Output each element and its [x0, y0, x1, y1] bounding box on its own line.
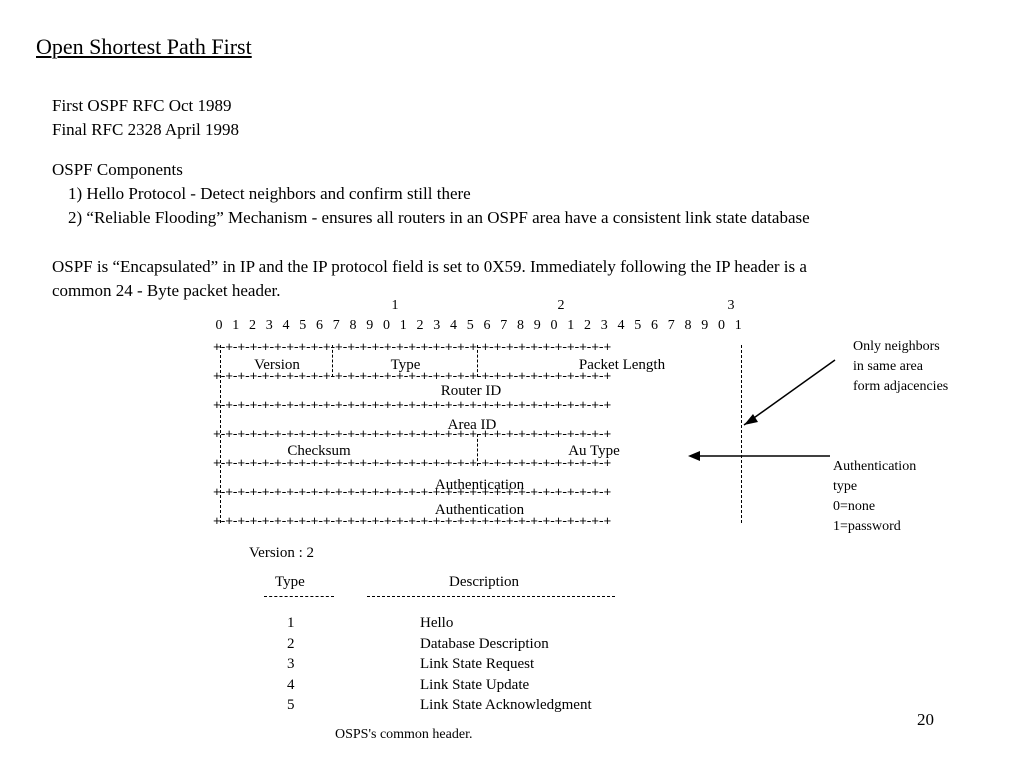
field-type: Type	[390, 357, 421, 373]
table-caption: OSPS's common header.	[335, 727, 473, 742]
bit-number: 4	[450, 318, 457, 333]
separator-line: +-+-+-+-+-+-+-+-+-+-+-+-+-+-+-+-+-+-+-+-…	[213, 399, 611, 413]
field-authentication: Authentication	[434, 502, 525, 518]
note-line: in same area	[853, 359, 923, 374]
type-code: 5	[287, 697, 295, 713]
bit-number: 2	[584, 318, 591, 333]
bit-number: 8	[517, 318, 524, 333]
components-block: OSPF Components 1) Hello Protocol - Dete…	[52, 158, 810, 230]
type-code: 4	[287, 676, 295, 693]
bit-number: 1	[232, 318, 240, 333]
bit-number: 3	[265, 318, 273, 333]
bit-number: 7	[500, 318, 508, 333]
separator-line: +-+-+-+-+-+-+-+-+-+-+-+-+-+-+-+-+-+-+-+-…	[213, 370, 611, 384]
bit-number: 6	[483, 318, 491, 333]
field-divider	[332, 345, 333, 377]
note-line: form adjacencies	[853, 379, 949, 394]
bit-tens-label: 1	[391, 298, 399, 313]
bit-number: 0	[550, 318, 558, 333]
encap-line: common 24 - Byte packet header.	[52, 281, 281, 300]
bit-number: 3	[433, 318, 441, 333]
note-line: 0=none	[833, 499, 876, 514]
bit-number: 9	[533, 318, 541, 333]
field-authentication: Authentication	[434, 477, 525, 493]
field-packet-length: Packet Length	[578, 357, 666, 373]
bit-number: 6	[316, 318, 323, 333]
bit-tens-label: 3	[727, 298, 735, 313]
bit-number: 2	[249, 318, 256, 333]
bit-number: 5	[466, 318, 474, 333]
bit-number: 7	[667, 318, 675, 333]
arrow-to-area-id	[743, 359, 836, 426]
version-label: Version : 2	[249, 545, 314, 561]
type-code: 2	[287, 635, 295, 652]
bit-number: 3	[600, 318, 608, 333]
separator-line: +-+-+-+-+-+-+-+-+-+-+-+-+-+-+-+-+-+-+-+-…	[213, 486, 611, 500]
field-au-type: Au Type	[568, 443, 620, 459]
bit-number: 1	[399, 318, 407, 333]
field-router-id: Router ID	[440, 383, 502, 399]
col-header-description: Description	[449, 574, 519, 590]
type-code: 1	[287, 615, 295, 631]
bit-number: 4	[617, 318, 625, 333]
bit-number: 6	[651, 318, 658, 333]
field-checksum: Checksum	[287, 443, 351, 459]
note-line: Authentication	[833, 459, 917, 474]
components-heading: OSPF Components	[52, 160, 183, 179]
field-divider	[477, 434, 478, 466]
type-description: Link State Request	[420, 656, 535, 672]
bit-number: 1	[734, 318, 742, 333]
right-border	[741, 345, 742, 523]
note-line: type	[833, 479, 858, 494]
separator-line: +-+-+-+-+-+-+-+-+-+-+-+-+-+-+-+-+-+-+-+-…	[213, 457, 611, 471]
arrowhead	[688, 451, 700, 461]
arrowhead	[744, 414, 758, 425]
separator-line: +-+-+-+-+-+-+-+-+-+-+-+-+-+-+-+-+-+-+-+-…	[213, 428, 611, 442]
bit-number: 0	[383, 318, 390, 333]
separator-line: +-+-+-+-+-+-+-+-+-+-+-+-+-+-+-+-+-+-+-+-…	[213, 515, 611, 529]
field-area-id: Area ID	[447, 417, 497, 433]
bit-number: 2	[416, 318, 424, 333]
bit-tens-label: 2	[557, 298, 565, 313]
component-item: 2) “Reliable Flooding” Mechanism - ensur…	[68, 208, 810, 227]
type-description: Link State Update	[420, 676, 530, 693]
bit-number: 0	[215, 318, 223, 333]
type-description: Database Description	[420, 635, 549, 652]
note-line: 1=password	[833, 519, 901, 534]
component-item: 1) Hello Protocol - Detect neighbors and…	[68, 184, 471, 203]
bit-number: 8	[349, 318, 357, 333]
bit-number: 9	[366, 318, 374, 333]
encap-line: OSPF is “Encapsulated” in IP and the IP …	[52, 257, 807, 276]
bit-number: 1	[567, 318, 575, 333]
encapsulation-text: OSPF is “Encapsulated” in IP and the IP …	[52, 255, 807, 303]
area-adjacency-note: Only neighbors in same area form adjacen…	[853, 337, 948, 397]
auth-type-note: Authentication type 0=none 1=password	[833, 457, 916, 537]
type-description: Hello	[420, 615, 454, 631]
header-underline	[367, 596, 615, 597]
field-divider	[477, 345, 478, 377]
slide-title: Open Shortest Path First	[36, 34, 252, 59]
bit-number: 9	[701, 318, 709, 333]
left-border	[220, 345, 221, 523]
bit-number: 7	[332, 318, 340, 333]
bit-number: 5	[634, 318, 642, 333]
field-version: Version	[254, 357, 300, 373]
rfc-history: First OSPF RFC Oct 1989 Final RFC 2328 A…	[52, 94, 239, 142]
header-underline	[264, 596, 334, 597]
col-header-type: Type	[275, 574, 305, 590]
history-line: First OSPF RFC Oct 1989	[52, 96, 232, 115]
bit-number: 8	[684, 318, 692, 333]
bit-number: 4	[282, 318, 290, 333]
page-number: 20	[917, 710, 934, 729]
separator-line: +-+-+-+-+-+-+-+-+-+-+-+-+-+-+-+-+-+-+-+-…	[213, 341, 611, 355]
type-description: Link State Acknowledgment	[420, 697, 592, 713]
bit-number: 0	[718, 318, 725, 333]
note-line: Only neighbors	[853, 339, 940, 354]
bit-number: 5	[299, 318, 307, 333]
type-code: 3	[287, 656, 295, 672]
history-line: Final RFC 2328 April 1998	[52, 120, 240, 139]
